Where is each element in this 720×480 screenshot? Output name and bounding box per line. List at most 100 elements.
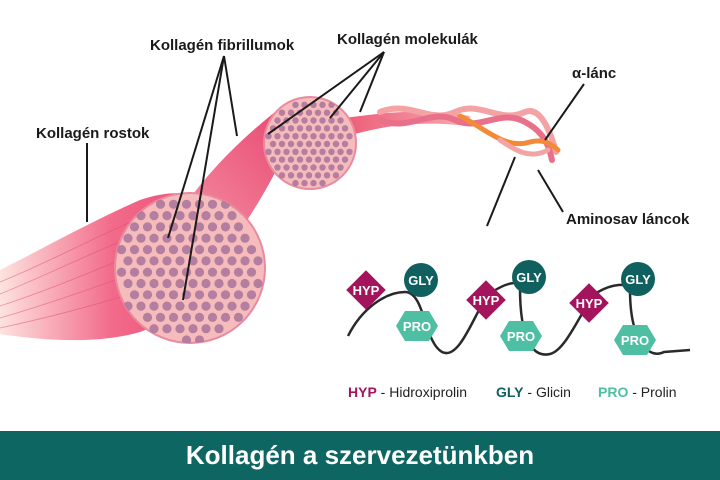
texture-dot [240,256,250,266]
texture-dot [328,133,335,140]
texture-dot [168,245,179,255]
texture-dot [332,125,340,132]
texture-dot [319,148,326,155]
texture-dot [129,290,140,300]
svg-text:GLY: GLY [408,273,434,288]
texture-dot [155,312,166,322]
texture-dot [136,256,146,266]
texture-dot [233,312,244,322]
texture-dot [301,133,308,140]
texture-dot [207,199,218,209]
texture-dot [129,222,140,232]
texture-dot [162,256,172,266]
texture-dot [175,211,185,221]
texture-dot [296,172,304,179]
svg-text:HYP: HYP [473,293,500,308]
texture-dot [188,211,198,221]
pro-marker-3: PRO [614,325,656,355]
texture-dot [142,222,153,232]
texture-dot [155,222,166,232]
texture-dot [220,222,231,232]
texture-dot [214,324,224,334]
fiber-cross-section [114,192,266,344]
texture-dot [175,256,185,266]
texture-dot [305,140,313,148]
texture-dot [136,233,146,243]
texture-dot [278,140,286,148]
texture-dot [214,301,224,311]
texture-dot [346,133,353,140]
texture-dot [194,222,205,232]
texture-dot [253,278,263,289]
texture-dot [269,156,277,163]
texture-dot [314,172,322,179]
texture-dot [292,117,299,124]
texture-dot [274,133,281,140]
texture-dot [310,133,317,140]
texture-dot [129,267,140,277]
texture-dot [116,245,127,255]
texture-dot [123,256,133,266]
texture-dot [337,133,344,140]
texture-dot [233,245,244,255]
texture-dot [332,156,340,163]
texture-dot [292,164,299,171]
texture-dot [142,290,153,300]
texture-dot [201,233,211,243]
texture-dot [274,148,281,155]
texture-dot [201,211,211,221]
texture-dot [314,125,322,132]
texture-dot [337,164,344,171]
texture-dot [310,164,317,171]
texture-dot [310,179,317,187]
texture-dot [246,245,257,255]
texture-dot [319,133,326,140]
texture-dot [201,301,211,311]
legend-gly-abbr: GLY [496,384,524,400]
texture-dot [181,222,192,232]
footer-title-bar: Kollagén a szervezetünkben [0,431,720,480]
texture-dot [287,140,295,148]
texture-dot [207,267,218,277]
svg-text:PRO: PRO [507,329,535,344]
texture-dot [287,109,295,116]
texture-dot [168,199,179,209]
texture-dot [323,125,331,132]
texture-dot [287,125,295,132]
texture-dot [292,101,299,109]
texture-dot [214,211,224,221]
texture-dot [175,278,185,289]
texture-dot [162,324,172,334]
texture-dot [253,256,263,266]
texture-dot [194,290,205,300]
texture-dot [305,156,313,163]
texture-dot [220,245,231,255]
gly-marker-1: GLY [404,263,438,297]
texture-dot [283,148,290,155]
legend-hyp-name: - Hidroxiprolin [376,384,468,400]
texture-dot [346,148,353,155]
legend-pro: PRO - Prolin [598,384,677,400]
texture-dot [233,222,244,232]
svg-text:GLY: GLY [625,272,651,287]
texture-dot [116,267,127,277]
texture-dot [123,233,133,243]
texture-dot [233,267,244,277]
texture-dot [337,117,344,124]
texture-dot [323,172,331,179]
label-collagen-molecules: Kollagén molekulák [337,31,479,48]
texture-dot [328,117,335,124]
texture-dot [240,301,250,311]
texture-dot [175,301,185,311]
texture-dot [328,164,335,171]
collagen-diagram: Kollagén rostok Kollagén fibrillumok Kol… [0,31,691,356]
texture-dot [310,117,317,124]
texture-dot [323,109,331,116]
label-amino-acid-chains: Aminosav láncok [566,211,690,228]
texture-dot [265,133,272,140]
texture-dot [341,140,349,148]
gly-marker-3: GLY [621,262,655,296]
texture-dot [240,278,250,289]
texture-dot [214,278,224,289]
texture-dot [283,164,290,171]
